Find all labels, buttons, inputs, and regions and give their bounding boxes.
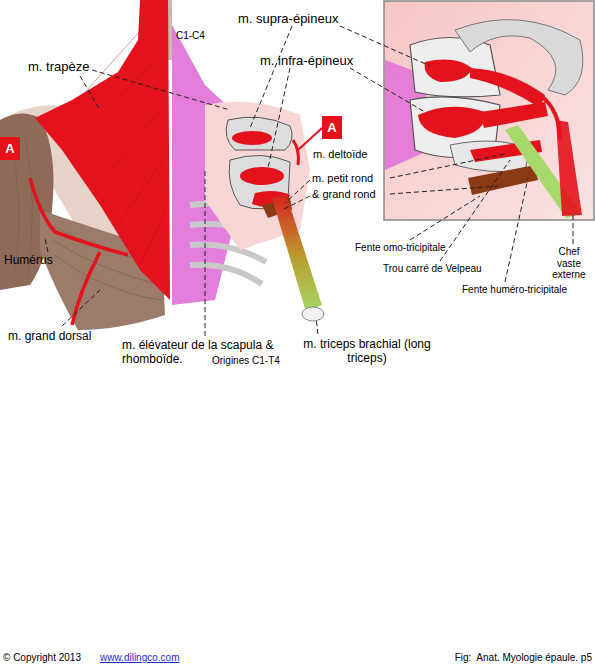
muscle-label: m. deltoïde <box>313 148 367 161</box>
muscle-label: m. triceps brachial (long triceps) <box>302 338 432 366</box>
insertion-line <box>298 128 322 150</box>
figure-ref: Fig: Anat. Myologie épaule. p5 <box>455 652 592 664</box>
muscle-label: Chef vaste externe <box>546 246 592 281</box>
muscle-label: m. trapèze <box>28 60 89 75</box>
muscle-label: m. infra-épineux <box>260 54 353 69</box>
insertion-marker: A <box>322 116 342 139</box>
muscle-label: & grand rond <box>312 188 376 201</box>
website: www.dilingco.com <box>100 652 179 664</box>
scapula-view <box>205 102 324 321</box>
space-label: Fente huméro-tricipitale <box>462 284 567 296</box>
bone-label: Humérus <box>4 254 53 268</box>
insertion-marker: A <box>0 137 20 160</box>
node-text: A <box>5 141 14 156</box>
copyright: © Copyright 2013 <box>3 652 81 664</box>
muscle-label: m. grand dorsal <box>8 330 91 344</box>
leader-lines <box>45 26 573 336</box>
muscle-label: m. petit rond <box>312 172 373 185</box>
space-label: Trou carré de Velpeau <box>383 263 482 275</box>
note: Origines C1-T4 <box>212 355 280 367</box>
spine-level: C1-C4 <box>176 30 205 42</box>
inset-detail <box>384 1 594 220</box>
muscle-label: m. supra-épineux <box>238 12 338 27</box>
space-label: Fente omo-tricipitale <box>355 242 446 254</box>
node-text: A <box>327 120 336 135</box>
